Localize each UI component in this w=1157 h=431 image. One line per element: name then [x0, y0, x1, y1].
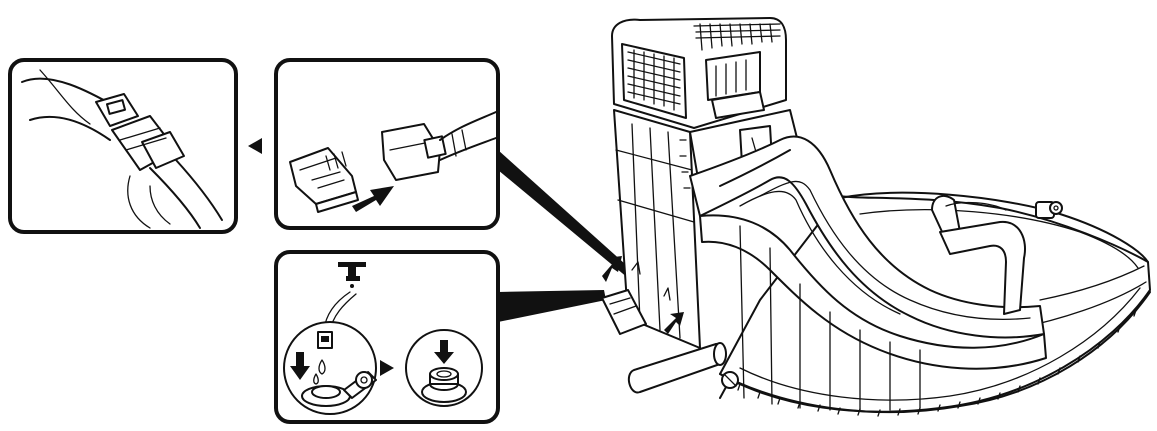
buckle-connect-icon — [289, 111, 497, 213]
strap-buckle-icon — [21, 69, 223, 229]
step-arrow-left — [248, 138, 262, 154]
callout-wedge-water — [498, 290, 606, 322]
cap-down-arrow — [434, 340, 454, 364]
water-sprayer-icon — [1035, 201, 1063, 219]
panel-fill-water-bag — [274, 250, 500, 424]
water-bag-icon — [301, 331, 377, 407]
water-cap-icon — [421, 367, 467, 403]
ground-stake-icon — [719, 371, 739, 399]
step-arrow-right — [380, 360, 394, 376]
panel-strap-buckle-connect — [274, 58, 500, 230]
inflatable-water-slide — [601, 17, 1151, 417]
fill-down-arrow — [290, 352, 310, 380]
anchor-arrow-lower — [664, 312, 684, 334]
blower-tube-icon — [627, 342, 727, 394]
insert-arrow — [352, 186, 394, 212]
callout-wedge-buckle — [498, 150, 634, 278]
water-slide-icon — [601, 17, 1151, 417]
anchor-arrow-upper — [602, 256, 622, 282]
panel-strap-buckle-fastened — [8, 58, 238, 234]
water-tap-icon — [338, 262, 366, 288]
